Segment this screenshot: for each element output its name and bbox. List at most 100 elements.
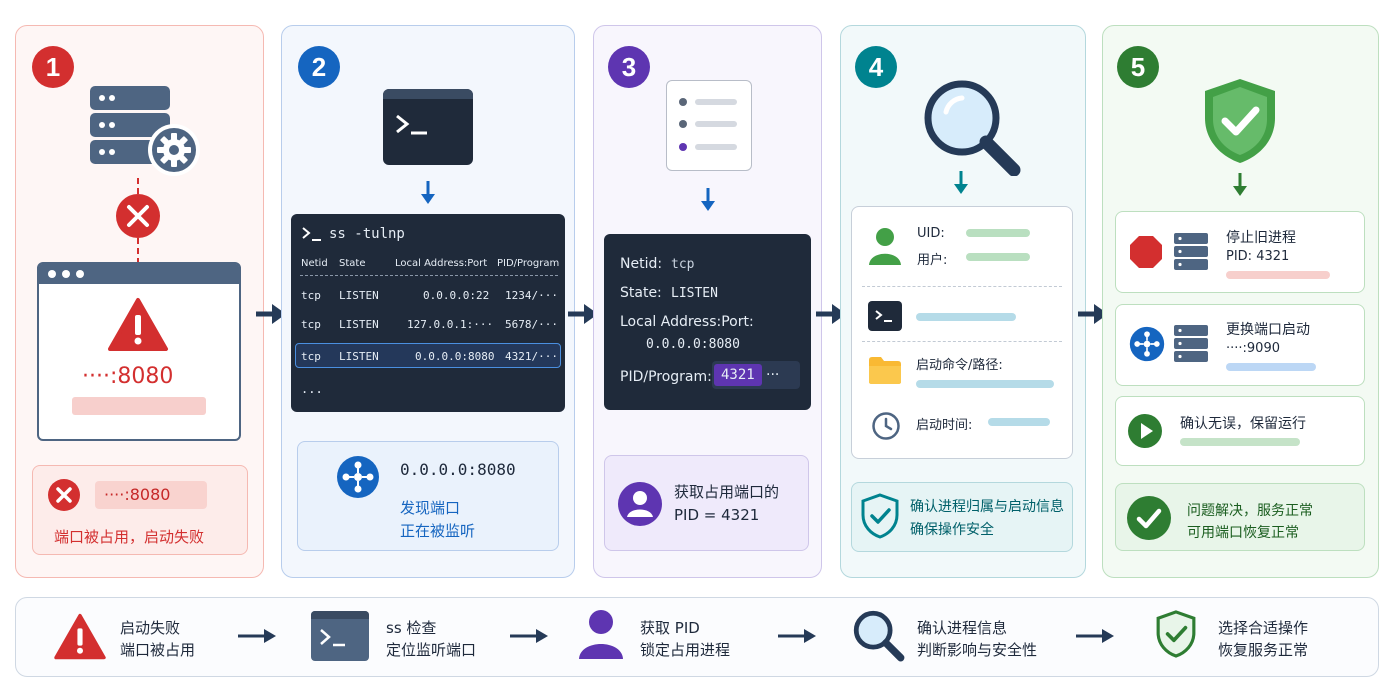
- arrow-right-icon: [510, 629, 548, 643]
- command-path-bar: [916, 380, 1054, 388]
- user-label: 用户:: [917, 253, 948, 268]
- server-icon: [1174, 233, 1208, 270]
- terminal-icon: [311, 611, 369, 661]
- netid-label: Netid:: [620, 256, 663, 272]
- ss-output-terminal: ss -tulnp Netid State Local Address:Port…: [291, 214, 565, 412]
- state-label: State:: [620, 285, 662, 301]
- listen-info-card: [297, 441, 559, 551]
- option-1-sub: PID: 4321: [1226, 249, 1290, 264]
- summary-4-line-1: 确认进程信息: [917, 619, 1008, 637]
- arrow-down-icon: [701, 188, 715, 211]
- user-icon: [618, 482, 662, 526]
- safety-card: [851, 482, 1073, 552]
- header-state: State: [339, 258, 366, 269]
- table-cell: tcp: [301, 350, 321, 363]
- summary-2-line-2: 定位监听端口: [386, 641, 477, 659]
- stop-sign-icon: [1130, 236, 1162, 268]
- summary-1-line-1: 启动失败: [120, 619, 181, 637]
- arrow-right-icon: [1078, 304, 1108, 324]
- summary-5-line-2: 恢复服务正常: [1218, 641, 1309, 659]
- table-cell: tcp: [301, 318, 321, 331]
- error-card-port: ····:8080: [104, 485, 171, 504]
- step-number: 5: [1130, 51, 1146, 82]
- list-document-icon: [666, 80, 752, 171]
- table-cell: 5678/···: [505, 318, 558, 331]
- error-x-icon: [48, 479, 80, 511]
- pid-suffix: ···: [766, 367, 780, 383]
- arrow-right-icon: [778, 629, 816, 643]
- owner-user-icon: [869, 228, 901, 265]
- table-cell: 0.0.0.0:22: [423, 289, 490, 302]
- server-icon: [1174, 325, 1208, 362]
- check-circle-icon: [1127, 496, 1171, 540]
- start-time-bar: [988, 418, 1050, 426]
- table-cell: 0.0.0.0:8080: [415, 350, 495, 363]
- command-terminal-icon: [868, 301, 902, 331]
- summary-3-line-1: 获取 PID: [640, 619, 700, 637]
- summary-4-line-2: 判断影响与安全性: [917, 641, 1038, 659]
- step-number: 2: [311, 51, 327, 82]
- command-bar: [916, 313, 1016, 321]
- arrow-right-icon: [256, 304, 286, 324]
- command-path-label: 启动命令/路径:: [916, 358, 1003, 373]
- start-time-label: 启动时间:: [916, 418, 973, 433]
- warning-icon: [108, 298, 168, 351]
- step-number: 3: [621, 51, 637, 82]
- option-3-bar: [1180, 438, 1300, 446]
- shield-check-icon: [1156, 610, 1196, 658]
- info-line-2: 正在被监听: [400, 522, 476, 540]
- header-netid: Netid: [301, 258, 328, 269]
- table-cell: tcp: [301, 289, 321, 302]
- warning-icon: [54, 613, 106, 660]
- step-1-badge: 1: [32, 46, 74, 88]
- step-4-badge: 4: [855, 46, 897, 88]
- address-value: 0.0.0.0:8080: [646, 337, 740, 352]
- pid-card-line-1: 获取占用端口的: [674, 483, 780, 501]
- table-cell: 4321/···: [505, 350, 558, 363]
- arrow-right-icon: [1076, 629, 1114, 643]
- failed-port-text: ····:8080: [82, 364, 174, 389]
- network-hub-icon: [1129, 326, 1165, 362]
- network-hub-icon: [337, 456, 379, 498]
- option-1-bar: [1226, 271, 1330, 279]
- table-cell: 1234/···: [505, 289, 558, 302]
- option-2-title: 更换端口启动: [1226, 322, 1310, 338]
- arrow-right-icon: [238, 629, 276, 643]
- step-3-badge: 3: [608, 46, 650, 88]
- more-rows: ...: [301, 382, 323, 396]
- pid-card-line-2: PID = 4321: [674, 506, 760, 524]
- play-icon: [1128, 414, 1162, 448]
- safety-line-2: 确保操作安全: [910, 522, 994, 538]
- shield-check-icon: [861, 493, 899, 539]
- error-connector: [116, 178, 160, 266]
- header-address: Local Address:Port: [395, 258, 488, 269]
- pid-value: 4321: [721, 367, 755, 383]
- folder-icon: [869, 357, 901, 384]
- table-cell: LISTEN: [339, 289, 379, 302]
- summary-3-line-2: 锁定占用进程: [640, 641, 731, 659]
- pid-chip: [714, 364, 762, 386]
- magnifier-icon: [853, 610, 905, 662]
- result-line-1: 问题解决，服务正常: [1187, 503, 1313, 519]
- info-line-1: 发现端口: [400, 499, 461, 517]
- summary-1-line-2: 端口被占用: [120, 641, 196, 659]
- ss-command: ss -tulnp: [329, 226, 405, 242]
- step-5-badge: 5: [1117, 46, 1159, 88]
- pid-label: PID/Program:: [620, 369, 712, 385]
- step-2-badge: 2: [298, 46, 340, 88]
- clock-icon: [872, 412, 900, 440]
- table-cell: LISTEN: [339, 350, 379, 363]
- table-cell: 127.0.0.1:···: [407, 318, 494, 331]
- arrow-right-icon: [568, 304, 598, 324]
- arrow-down-icon: [954, 171, 968, 194]
- summary-2-line-1: ss 检查: [386, 619, 437, 637]
- arrow-right-icon: [816, 304, 846, 324]
- step-number: 1: [45, 51, 61, 82]
- netid-value: tcp: [671, 257, 695, 272]
- option-2-sub: ····:9090: [1226, 341, 1280, 356]
- server-gear-icon: [90, 86, 200, 176]
- user-icon: [579, 610, 623, 659]
- placeholder-bar: [72, 397, 206, 415]
- uid-value-bar: [966, 229, 1030, 237]
- safety-line-1: 确认进程归属与启动信息: [910, 499, 1064, 515]
